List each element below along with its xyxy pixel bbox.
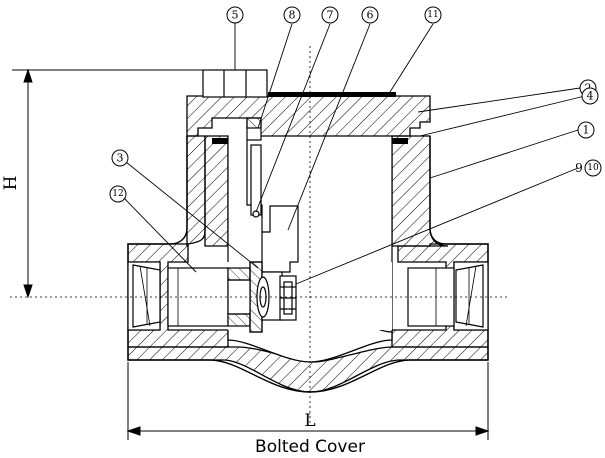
svg-text:6: 6	[367, 9, 374, 22]
callout-8: 8	[283, 6, 301, 24]
callout-3: 3	[111, 149, 129, 167]
body-right-wall	[391, 135, 449, 247]
svg-text:5: 5	[232, 9, 239, 22]
right-port	[407, 261, 489, 331]
dimension-h-label: H	[1, 176, 21, 191]
svg-text:4: 4	[587, 90, 594, 103]
left-gasket	[212, 138, 228, 144]
left-port	[127, 261, 229, 331]
svg-text:8: 8	[289, 9, 296, 22]
callout-5: 5	[226, 6, 244, 24]
cover-bolt	[202, 69, 268, 98]
right-gasket	[392, 138, 408, 144]
callout-12: 12	[109, 185, 127, 203]
svg-text:1: 1	[583, 124, 590, 137]
body-left-wall	[186, 135, 206, 247]
svg-text:11: 11	[427, 10, 438, 20]
bonnet-cover	[186, 95, 431, 137]
svg-text:12: 12	[112, 189, 123, 199]
svg-text:7: 7	[327, 9, 334, 22]
svg-text:9: 9	[575, 161, 583, 175]
svg-text:3: 3	[117, 152, 124, 165]
callout-9: 9	[575, 161, 583, 175]
callout-10: 10	[584, 159, 602, 177]
top-gasket	[268, 92, 396, 97]
hinge-assembly	[227, 117, 299, 333]
dimension-l	[126, 362, 490, 440]
callout-1: 1	[577, 121, 595, 139]
callout-4: 4	[581, 87, 599, 105]
callout-11: 11	[424, 6, 442, 24]
svg-text:10: 10	[587, 163, 599, 173]
dimension-h	[12, 68, 203, 299]
callout-7: 7	[321, 6, 339, 24]
leader-lines	[123, 23, 586, 285]
center-lines	[10, 46, 510, 425]
diagram-caption: Bolted Cover	[255, 437, 365, 457]
dimension-l-label: L	[304, 411, 315, 431]
callout-6: 6	[361, 6, 379, 24]
